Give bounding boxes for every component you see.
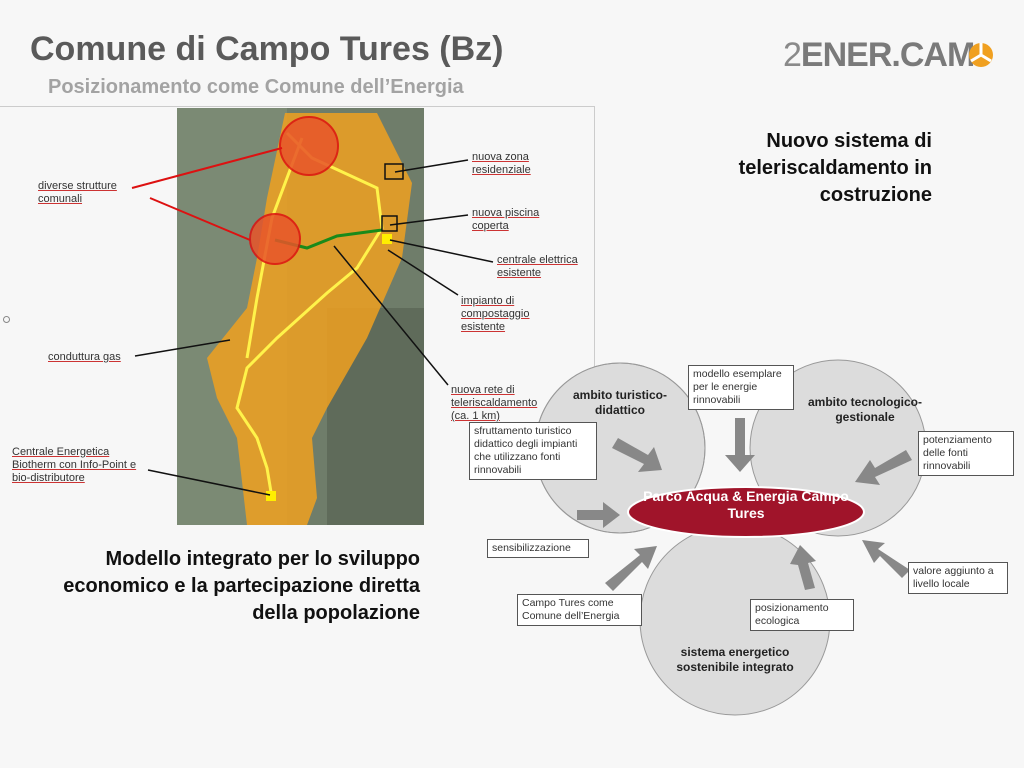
core-label: Parco Acqua & Energia Campo Tures: [643, 488, 849, 521]
page-subtitle: Posizionamento come Comune dell’Energia: [48, 76, 464, 98]
label-biotherm: Centrale Energetica Biotherm con Info-Po…: [12, 446, 137, 484]
logo: 2ENER.CAM: [783, 36, 975, 74]
header-divider: [0, 106, 594, 107]
area-map: [177, 108, 424, 525]
teleriscaldamento-heading: Nuovo sistema di teleriscaldamento in co…: [738, 130, 932, 206]
box-posizionamento: posizionamento ecologica: [750, 599, 854, 631]
box-valore: valore aggiunto a livello locale: [908, 562, 1008, 594]
circle-turistico: ambito turistico-didattico: [572, 388, 667, 417]
box-comune: Campo Tures come Comune dell’Energia: [517, 594, 642, 626]
label-gas: conduttura gas: [48, 351, 121, 363]
label-zona: nuova zona residenziale: [472, 151, 531, 176]
box-modello: modello esemplare per le energie rinnova…: [688, 365, 794, 410]
circle-tecnologico: ambito tecnologico-gestionale: [808, 395, 922, 424]
label-piscina: nuova piscina coperta: [472, 207, 540, 232]
label-rete: nuova rete di teleriscaldamento (ca. 1 k…: [451, 384, 538, 422]
map-divider: [594, 106, 595, 406]
box-sensibilizzazione: sensibilizzazione: [487, 539, 589, 558]
label-centrale: centrale elettrica esistente: [497, 254, 578, 279]
modello-text: Modello integrato per lo sviluppo econom…: [63, 548, 420, 624]
logo-mark-icon: [969, 43, 993, 67]
label-compost: impianto di compostaggio esistente: [461, 295, 530, 333]
box-sfruttamento: sfruttamento turistico didattico degli i…: [469, 422, 597, 480]
page-title: Comune di Campo Tures (Bz): [30, 30, 504, 68]
label-strutture: diverse strutture comunali: [38, 180, 117, 205]
bullet-dot: [3, 316, 10, 323]
box-potenziamento: potenziamento delle fonti rinnovabili: [918, 431, 1014, 476]
circle-energetico: sistema energetico sostenibile integrato: [676, 645, 794, 674]
